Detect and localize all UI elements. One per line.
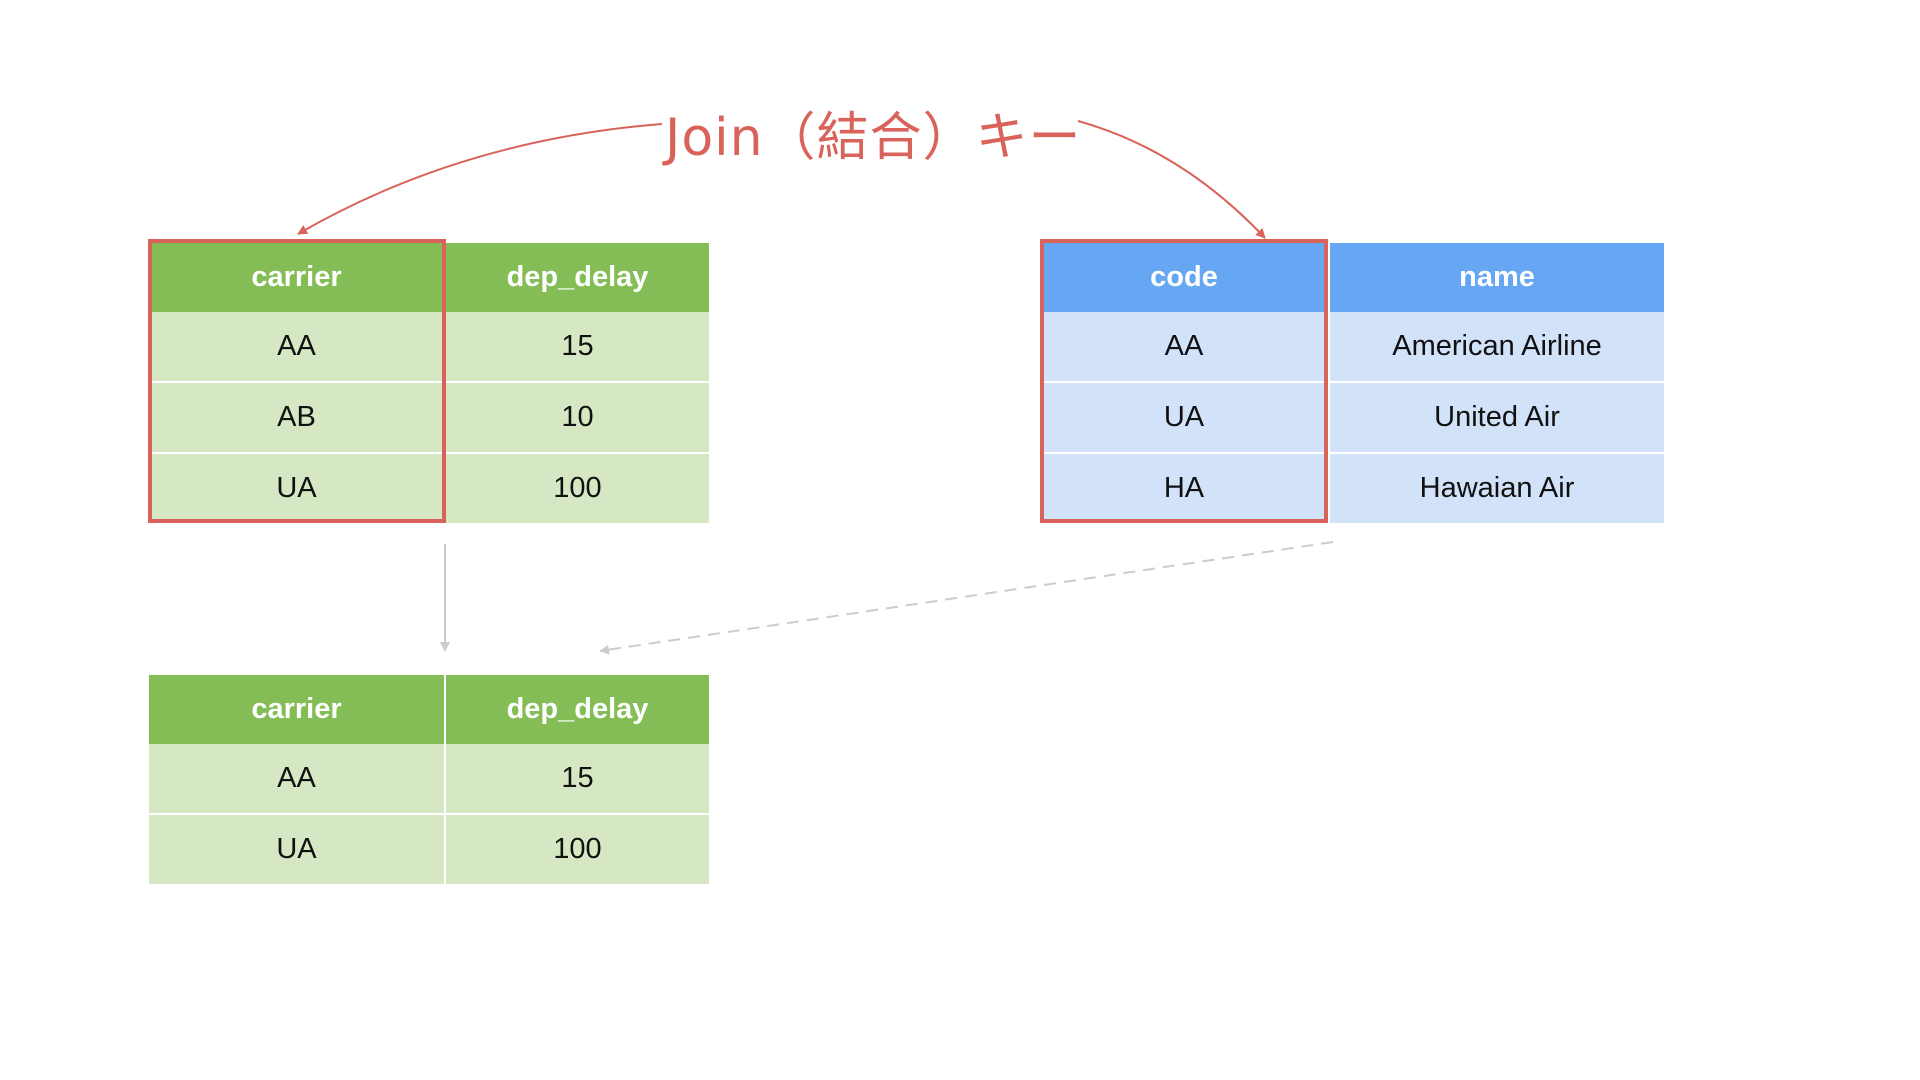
dashed-merge-connector [599, 541, 1334, 655]
cell-carrier: AA [149, 744, 444, 813]
table-row: AA American Airline [1040, 312, 1664, 381]
table-row: HA Hawaian Air [1040, 452, 1664, 523]
header-name: name [1328, 243, 1664, 312]
header-code: code [1040, 243, 1328, 312]
table-header-row: carrier dep_delay [149, 675, 709, 744]
table-row: UA 100 [149, 813, 709, 884]
table-row: AA 15 [149, 744, 709, 813]
join-key-arrow-left [297, 123, 663, 235]
header-carrier: carrier [149, 243, 444, 312]
cell-name: United Air [1328, 381, 1664, 452]
table-header-row: carrier dep_delay [149, 243, 709, 312]
cell-carrier: UA [149, 452, 444, 523]
cell-carrier: AB [149, 381, 444, 452]
header-dep-delay: dep_delay [444, 243, 709, 312]
header-carrier: carrier [149, 675, 444, 744]
table-row: AA 15 [149, 312, 709, 381]
cell-dep-delay: 100 [444, 452, 709, 523]
cell-name: Hawaian Air [1328, 452, 1664, 523]
cell-dep-delay: 100 [444, 813, 709, 884]
cell-code: AA [1040, 312, 1328, 381]
cell-dep-delay: 15 [444, 744, 709, 813]
cell-carrier: UA [149, 813, 444, 884]
left-table: carrier dep_delay AA 15 AB 10 UA 100 [149, 243, 709, 523]
cell-code: UA [1040, 381, 1328, 452]
table-header-row: code name [1040, 243, 1664, 312]
header-dep-delay: dep_delay [444, 675, 709, 744]
right-table: code name AA American Airline UA United … [1040, 243, 1664, 523]
table-row: AB 10 [149, 381, 709, 452]
table-row: UA 100 [149, 452, 709, 523]
cell-dep-delay: 10 [444, 381, 709, 452]
cell-dep-delay: 15 [444, 312, 709, 381]
table-row: UA United Air [1040, 381, 1664, 452]
cell-carrier: AA [149, 312, 444, 381]
cell-code: HA [1040, 452, 1328, 523]
cell-name: American Airline [1328, 312, 1664, 381]
result-table: carrier dep_delay AA 15 UA 100 [149, 675, 709, 884]
join-key-title: Join（結合）キー [665, 108, 1082, 168]
join-key-arrow-right [1077, 120, 1266, 239]
